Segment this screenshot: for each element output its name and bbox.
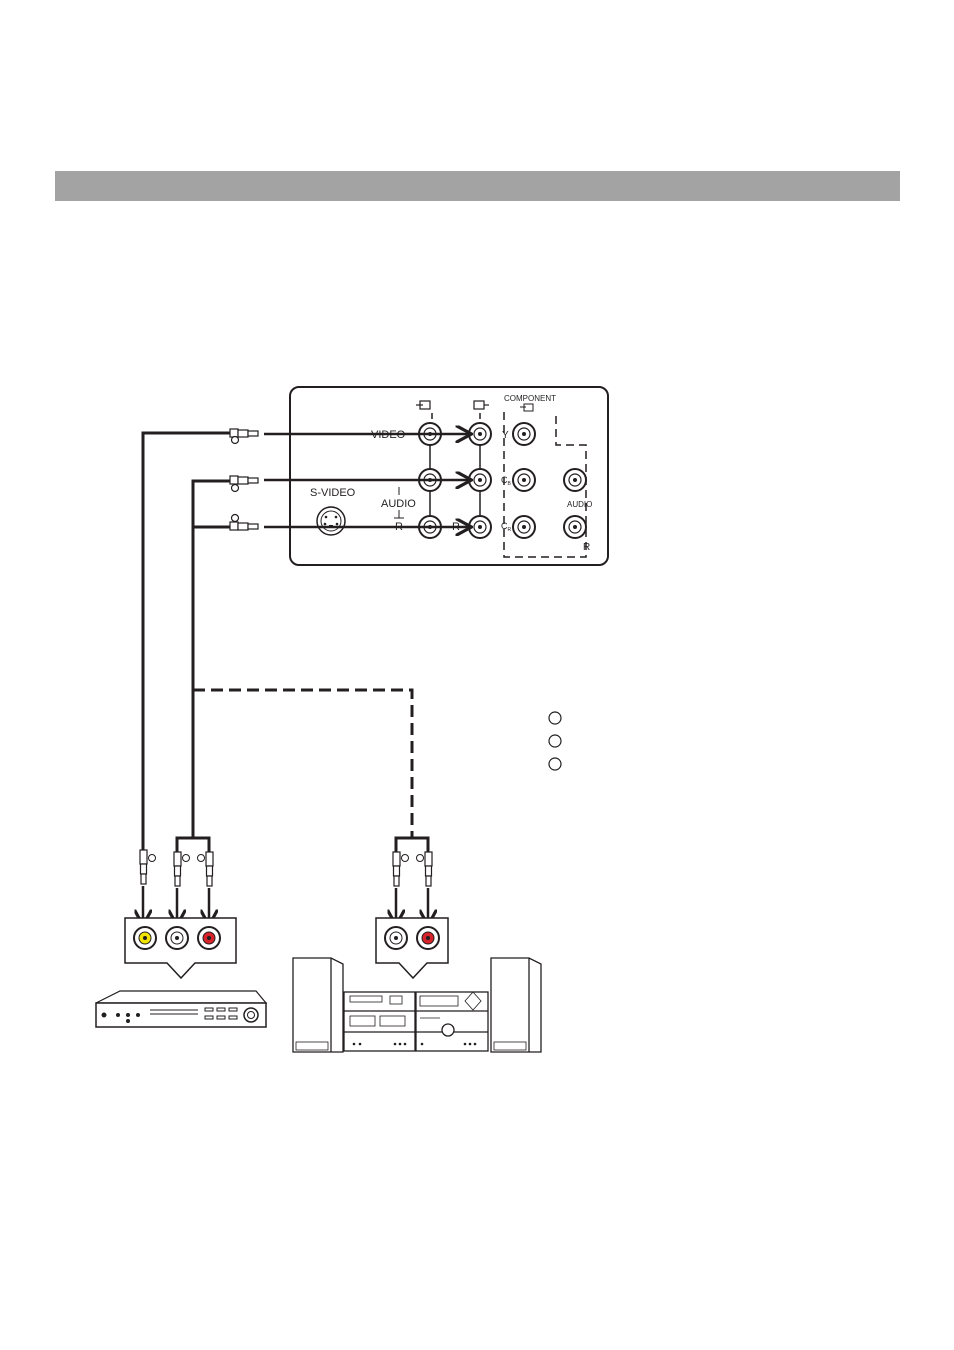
component-r-label: R xyxy=(583,542,590,553)
audio-l-out-jack xyxy=(469,469,491,491)
rca-plug-audio-r-top xyxy=(230,515,258,531)
component-label: COMPONENT xyxy=(504,394,556,403)
svideo-jack xyxy=(317,507,345,535)
video-out-jack xyxy=(469,423,491,445)
dvd-audio-split xyxy=(177,838,209,852)
component-y-jack xyxy=(513,423,535,445)
svideo-label: S-VIDEO xyxy=(310,487,356,499)
video-cable xyxy=(143,433,230,850)
tv-back-panel: VIDEO AUDIO R R S-VIDEO COMPONENT Y xyxy=(290,387,608,565)
stereo-audio-split xyxy=(396,838,428,852)
audio-cable-dashed-branch xyxy=(193,690,412,838)
audio-cable xyxy=(193,481,230,838)
rca-plug-audio-l-top xyxy=(230,476,258,492)
dvd-jack-panel xyxy=(125,918,236,978)
component-y-label: Y xyxy=(502,430,509,441)
legend-markers xyxy=(549,712,561,770)
component-cb-jack xyxy=(513,469,535,491)
rca-plug-video-top xyxy=(230,429,258,444)
audio-label: AUDIO xyxy=(381,498,416,510)
plug-marker-circles xyxy=(149,855,424,862)
component-audio-l-jack xyxy=(564,469,586,491)
component-audio-label: AUDIO xyxy=(567,500,592,509)
stereo-jack-panel xyxy=(376,918,448,978)
dvd-player-illustration xyxy=(96,991,266,1027)
component-audio-r-jack xyxy=(564,516,586,538)
audio-r-out-jack xyxy=(469,516,491,538)
component-cr-jack xyxy=(513,516,535,538)
